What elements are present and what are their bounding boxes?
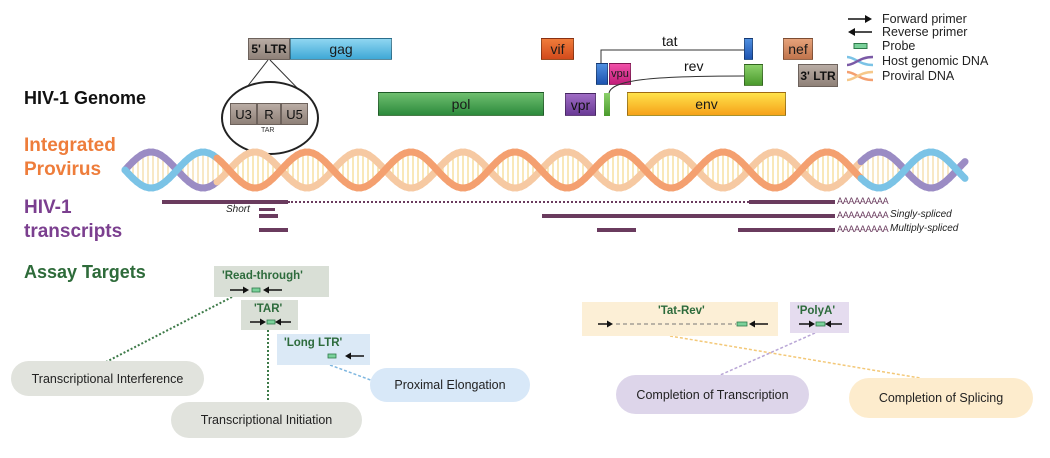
full-transcript-3 [749,200,835,204]
tar-label: TAR [261,127,275,134]
multiply-spliced-label: Multiply-spliced [890,223,959,234]
outcome-interference: Transcriptional Interference [11,361,204,396]
readthrough-primers [230,286,282,294]
readthrough-box [214,266,329,297]
reverse-arrow-icon [842,25,878,39]
short-transcript-2 [259,214,278,218]
polyA-tail-1: AAAAAAAAA [837,196,889,206]
tatrev-box [582,302,778,336]
polyA-tail-3: AAAAAAAAA [837,224,889,234]
legend-forward-label: Forward primer [882,11,967,26]
rev-exon1 [604,93,610,116]
outcome-completion-splicing: Completion of Splicing [849,378,1033,418]
proviral-dna-icon [842,69,878,83]
legend-forward: Forward primer [842,11,967,26]
multiply-spliced-3 [738,228,835,232]
legend-host: Host genomic DNA [842,53,988,68]
legend-probe-label: Probe [882,38,916,53]
full-transcript-dotted [288,201,749,203]
tatrev-label: 'Tat-Rev' [658,305,705,317]
multiply-spliced-1 [259,228,288,232]
tat-exon1 [596,63,608,85]
vif-gene: vif [541,38,574,60]
transcripts-title-1: HIV-1 [24,197,72,218]
legend-proviral-label: Proviral DNA [882,68,955,83]
tat-exon2 [744,38,753,60]
rev-exon2 [744,64,763,86]
gag-gene: gag [290,38,392,60]
tat-label: tat [662,33,678,49]
transcripts-title-2: transcripts [24,221,123,242]
nef-gene: nef [783,38,813,60]
rev-label: rev [684,58,704,74]
ltr5-block: 5' LTR [248,38,290,60]
env-gene: env [627,92,786,116]
tar-primers [250,318,291,326]
provirus-title-1: Integrated [24,135,116,156]
singly-spliced-label: Singly-spliced [890,209,952,220]
pol-gene: pol [378,92,544,116]
polya-primers [799,320,842,328]
readthrough-label: 'Read-through' [222,270,303,282]
assay-title: Assay Targets [24,262,146,282]
longltr-primers [327,352,364,360]
tar-box [241,300,298,330]
polyA-tail-2: AAAAAAAAA [837,210,889,220]
singly-spliced-bar [542,214,835,218]
vpr-gene: vpr [565,93,596,116]
dna-strand-front [957,170,969,182]
ltr-u3: U3 [230,103,257,125]
full-transcript-5 [162,200,288,204]
provirus-title-2: Provirus [24,159,102,180]
outcome-elongation: Proximal Elongation [370,368,530,402]
outcome-initiation: Transcriptional Initiation [171,402,362,438]
probe-icon [842,39,878,53]
vpu-gene: vpu [609,63,631,85]
legend-reverse-label: Reverse primer [882,24,968,39]
multiply-spliced-2 [597,228,636,232]
ltr3-block: 3' LTR [798,64,838,87]
longltr-label: 'Long LTR' [284,337,343,349]
short-label: Short [226,204,250,215]
forward-arrow-icon [842,12,878,26]
legend-proviral: Proviral DNA [842,68,954,83]
legend-host-label: Host genomic DNA [882,53,989,68]
outcome-completion-transcription: Completion of Transcription [616,375,809,414]
polya-box [790,302,849,333]
dna-strand-back [957,158,969,170]
tatrev-primers [598,320,768,328]
ltr-u5: U5 [281,103,308,125]
tar-assay-label: 'TAR' [254,303,283,315]
longltr-box [277,334,370,365]
ltr-r: R [257,103,281,125]
host-dna-icon [842,54,878,68]
genome-title: HIV-1 Genome [24,88,147,108]
legend-reverse: Reverse primer [842,24,967,39]
short-transcript-1 [259,208,275,211]
legend-probe: Probe [842,38,915,53]
polya-label: 'PolyA' [797,305,836,317]
